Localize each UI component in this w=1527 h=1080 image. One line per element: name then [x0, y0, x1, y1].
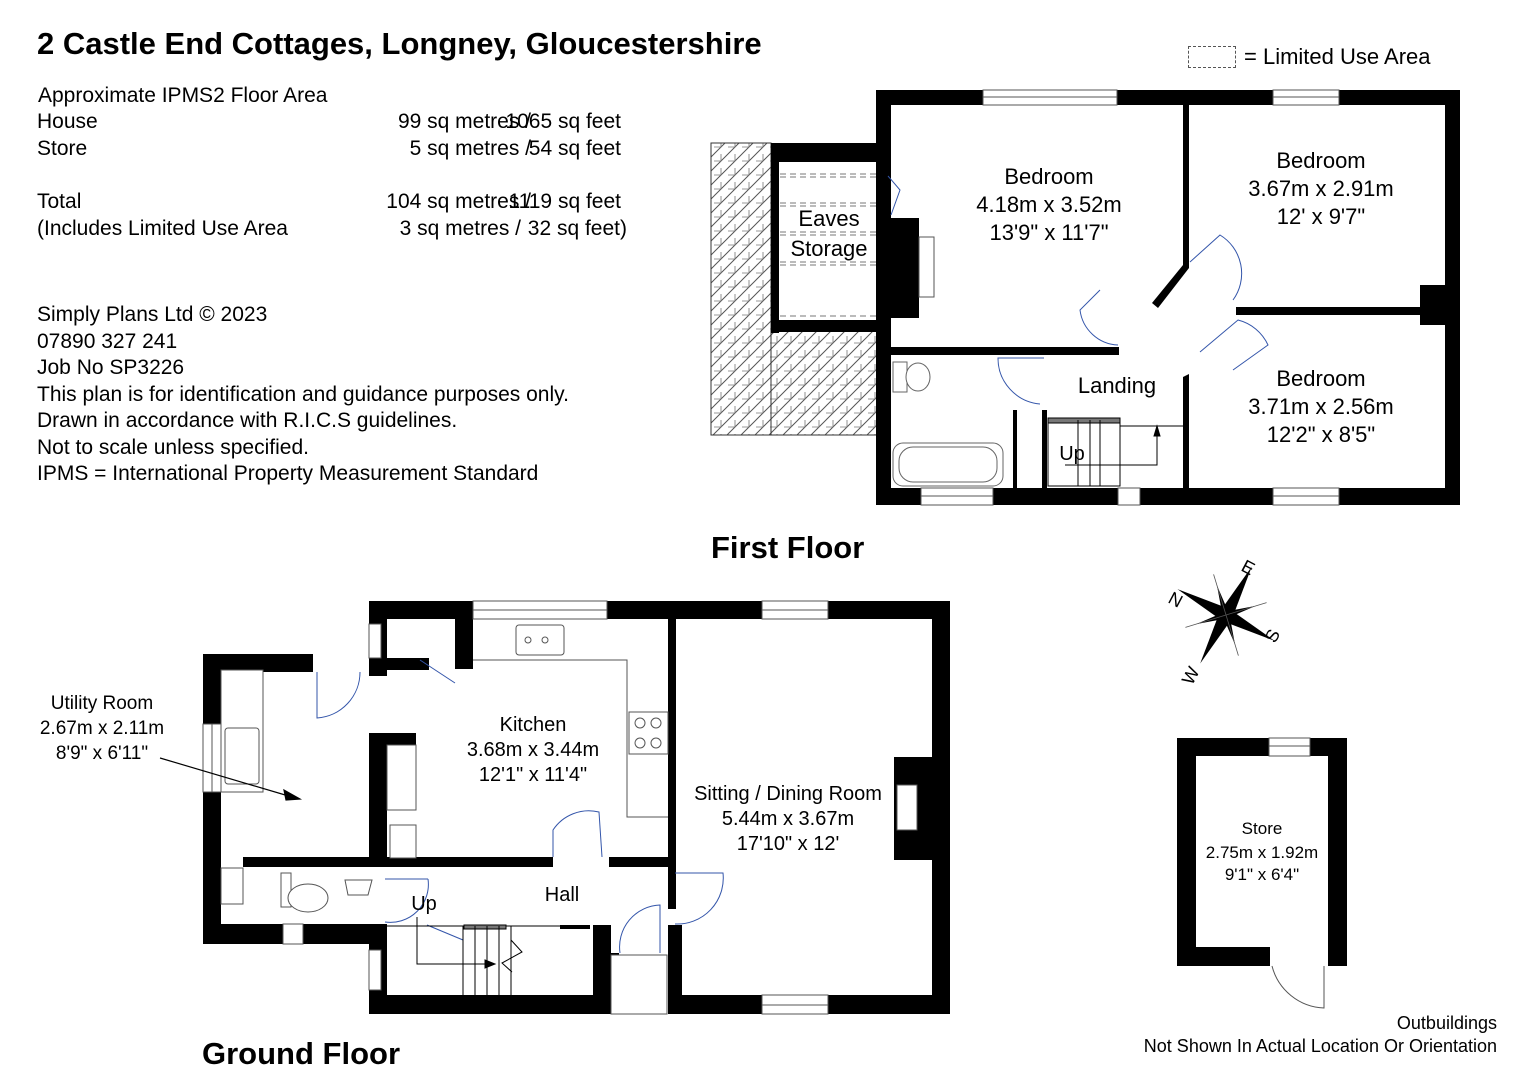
sitting-room-imperial: 17'10" x 12' — [737, 833, 840, 855]
roof-tiles — [710, 142, 772, 436]
kitchen-name: Kitchen — [500, 714, 567, 736]
first-floor-windows — [920, 89, 1340, 506]
area-metres: 104 sq metres / — [386, 190, 531, 213]
plan-notes: Simply Plans Ltd © 2023 07890 327 241 Jo… — [37, 302, 569, 488]
area-metres: 5 sq metres / — [409, 137, 531, 160]
sitting-room-name: Sitting / Dining Room — [694, 783, 882, 805]
area-label: Store — [37, 137, 88, 160]
orientation-note: Not Shown In Actual Location Or Orientat… — [1143, 1036, 1497, 1056]
area-feet: 1065 sq feet — [505, 110, 621, 133]
bedroom1-imperial: 13'9" x 11'7" — [989, 220, 1108, 245]
store-door — [1271, 965, 1325, 1009]
ground-floor-plan: Utility Room 2.67m x 2.11m 8'9" x 6'11" … — [40, 600, 950, 1015]
area-label: Total — [37, 190, 82, 213]
landing-label: Landing — [1078, 373, 1156, 398]
utility-pointer-arrow — [159, 757, 303, 801]
area-feet: 32 sq feet) — [527, 217, 627, 240]
hall-label: Hall — [545, 884, 579, 906]
area-table: House 99 sq metres / 1065 sq feet Store … — [37, 110, 637, 250]
outbuildings-note: Outbuildings — [1396, 1013, 1497, 1033]
eaves-label: Eaves — [798, 206, 859, 231]
areas-heading: Approximate IPMS2 Floor Area — [38, 84, 328, 107]
bedroom2-name: Bedroom — [1276, 148, 1365, 173]
first-floor-plan: Eaves Storage Bedroom 4.18m x 3.52m 13'9… — [710, 89, 1460, 506]
bedroom2-imperial: 12' x 9'7" — [1277, 204, 1365, 229]
compass-e-label: E — [1238, 556, 1258, 579]
bathroom-fixtures — [892, 361, 1004, 487]
note-job-no: Job No SP3226 — [37, 356, 185, 379]
plan-title: 2 Castle End Cottages, Longney, Gloucest… — [37, 26, 762, 61]
store-name: Store — [1242, 819, 1283, 838]
store-metric: 2.75m x 1.92m — [1206, 843, 1318, 862]
note-copyright: Simply Plans Ltd © 2023 — [37, 303, 268, 326]
limited-use-area-lines — [780, 173, 876, 317]
note-ipms: IPMS = International Property Measuremen… — [37, 462, 539, 485]
ground-floor-doors — [316, 659, 724, 954]
legend: = Limited Use Area — [1188, 44, 1430, 70]
first-floor-stairs — [1047, 417, 1183, 487]
bedroom1-name: Bedroom — [1004, 164, 1093, 189]
ground-stairs-up-label: Up — [411, 893, 437, 915]
area-metres: 99 sq metres / — [397, 110, 531, 133]
eaves-walls — [771, 143, 881, 333]
note-phone: 07890 327 241 — [37, 329, 178, 353]
kitchen-fixtures — [220, 624, 669, 913]
note-rics: Drawn in accordance with R.I.C.S guideli… — [37, 409, 458, 432]
store-imperial: 9'1" x 6'4" — [1225, 865, 1299, 884]
legend-label: = Limited Use Area — [1244, 44, 1431, 69]
ground-floor-title: Ground Floor — [202, 1036, 401, 1071]
utility-name: Utility Room — [51, 693, 153, 714]
kitchen-imperial: 12'1" x 11'4" — [479, 764, 587, 786]
first-floor-title: First Floor — [711, 530, 865, 565]
area-metres: 3 sq metres / — [399, 217, 521, 240]
bedroom3-name: Bedroom — [1276, 366, 1365, 391]
store-plan: Store 2.75m x 1.92m 9'1" x 6'4" — [1177, 737, 1347, 1009]
bedroom1-metric: 4.18m x 3.52m — [976, 192, 1122, 217]
limited-use-area-swatch — [1188, 46, 1236, 68]
ground-floor-windows — [202, 600, 918, 1015]
area-label: (Includes Limited Use Area — [37, 217, 288, 240]
stairs-up-label: Up — [1059, 443, 1085, 465]
storage-label: Storage — [790, 236, 867, 261]
kitchen-metric: 3.68m x 3.44m — [467, 739, 599, 761]
utility-imperial: 8'9" x 6'11" — [56, 743, 148, 764]
note-scale: Not to scale unless specified. — [37, 435, 309, 459]
sitting-room-metric: 5.44m x 3.67m — [722, 808, 854, 830]
compass-w-label: W — [1178, 663, 1204, 687]
area-feet: 54 sq feet — [528, 137, 621, 160]
note-disclaimer: This plan is for identification and guid… — [37, 382, 569, 406]
first-floor-doors — [887, 175, 1269, 405]
compass-n-label: N — [1165, 588, 1186, 612]
bedroom3-metric: 3.71m x 2.56m — [1248, 394, 1394, 419]
compass-s-label: S — [1261, 626, 1284, 646]
ground-floor-stairs — [387, 917, 560, 995]
area-feet: 1119 sq feet — [508, 190, 621, 213]
bedroom2-metric: 3.67m x 2.91m — [1248, 176, 1394, 201]
compass-rose-icon — [1177, 566, 1275, 664]
bedroom3-imperial: 12'2" x 8'5" — [1267, 422, 1375, 447]
utility-metric: 2.67m x 2.11m — [40, 718, 164, 739]
area-label: House — [37, 110, 98, 133]
